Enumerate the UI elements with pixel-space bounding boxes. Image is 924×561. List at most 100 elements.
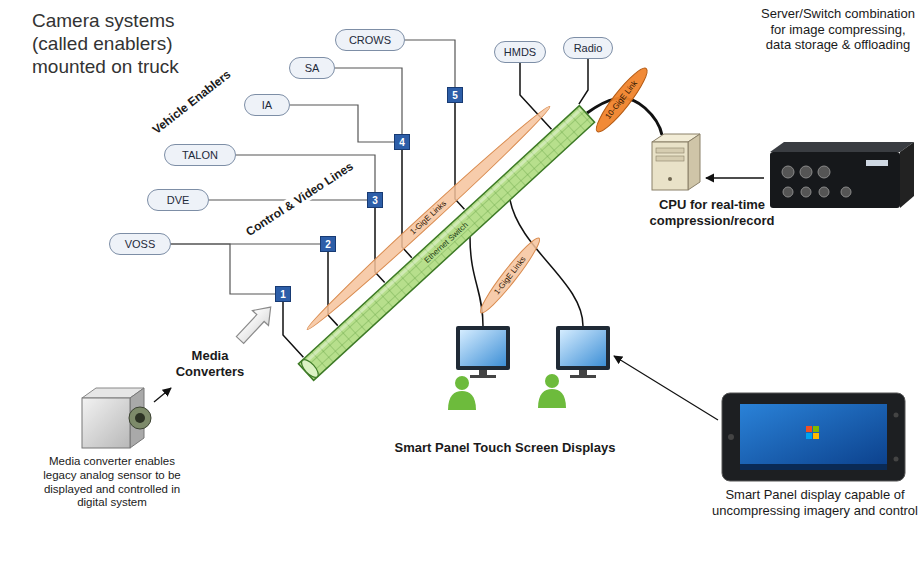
annotation-text: Control & Video Lines bbox=[242, 158, 358, 240]
server-front bbox=[770, 152, 900, 208]
tablet-button bbox=[894, 457, 899, 462]
ellipse-outline bbox=[302, 102, 553, 334]
node-text: 10-GigE Link bbox=[605, 79, 640, 120]
server-picture bbox=[770, 142, 914, 208]
operator-figure bbox=[448, 376, 476, 410]
os-logo bbox=[813, 426, 819, 432]
monitor-screen bbox=[460, 330, 506, 366]
ellipse-outline bbox=[591, 63, 653, 136]
monitor-frame bbox=[456, 326, 510, 370]
cpu-front bbox=[652, 142, 688, 190]
tablet-screen bbox=[740, 404, 887, 470]
node-text: HMDS bbox=[504, 46, 536, 58]
annotation-text: Smart Panel display capable of uncompres… bbox=[708, 487, 923, 518]
converter-box: 3 bbox=[367, 192, 383, 208]
connector-line bbox=[283, 302, 303, 357]
operator-head bbox=[545, 374, 559, 388]
tablet-picture bbox=[722, 393, 905, 481]
drive-bay bbox=[656, 148, 684, 153]
tablet-button bbox=[894, 413, 899, 418]
server-port bbox=[783, 187, 793, 197]
monitor-frame bbox=[556, 326, 610, 370]
annotation-text: Server/Switch combination for image comp… bbox=[759, 6, 917, 53]
link-ellipse: 1-GigE Links bbox=[475, 233, 546, 318]
node-text: 2 bbox=[325, 239, 331, 250]
converter-connector-core bbox=[135, 413, 145, 423]
enabler-pill: TALON bbox=[164, 144, 236, 166]
enabler-pill: CROWS bbox=[335, 29, 405, 51]
pointer-arrow bbox=[154, 388, 171, 402]
server-badge bbox=[866, 160, 888, 166]
tube-body bbox=[298, 105, 594, 380]
converter-box: 5 bbox=[447, 87, 463, 103]
server-port bbox=[782, 166, 794, 178]
link-ellipse: 10-GigE Link bbox=[590, 62, 654, 137]
pointer-arrow bbox=[614, 356, 718, 420]
node-text: 4 bbox=[399, 137, 405, 148]
monitor-picture bbox=[456, 326, 510, 378]
pointer-arrow bbox=[706, 177, 764, 178]
tablet-frame bbox=[722, 393, 905, 481]
node-text: 1 bbox=[280, 289, 286, 300]
node-text: 5 bbox=[452, 90, 458, 101]
node-text: DVE bbox=[167, 194, 190, 206]
node-text: VOSS bbox=[125, 238, 156, 250]
os-logo bbox=[806, 426, 812, 432]
ethernet-switch-tube: Ethernet Switch bbox=[297, 104, 595, 381]
node-text: CROWS bbox=[349, 34, 391, 46]
enabler-pill: HMDS bbox=[494, 41, 546, 63]
drive-bay bbox=[656, 156, 684, 161]
monitor-base bbox=[570, 375, 596, 378]
operator-figure bbox=[538, 374, 566, 408]
tablet-taskbar bbox=[740, 464, 887, 470]
node-text: Radio bbox=[574, 42, 603, 54]
converter-box: 2 bbox=[320, 236, 336, 252]
operator-body bbox=[538, 389, 566, 408]
monitor-screen bbox=[560, 330, 606, 366]
cpu-side bbox=[688, 134, 700, 190]
converter-connector bbox=[129, 407, 151, 429]
annotation-text: Smart Panel Touch Screen Displays bbox=[355, 440, 655, 456]
converter-front bbox=[82, 398, 130, 448]
connector-line bbox=[171, 244, 275, 294]
connector-line bbox=[405, 40, 455, 87]
hollow-arrow bbox=[232, 300, 279, 348]
os-logo bbox=[813, 433, 819, 439]
node-text: IA bbox=[262, 99, 272, 111]
annotation-text: Media Converters bbox=[164, 348, 256, 379]
connector-line bbox=[290, 105, 394, 142]
server-port bbox=[819, 187, 829, 197]
annotation-text: Media converter enables legacy analog se… bbox=[42, 455, 182, 510]
annotation-text: CPU for real-time compression/record bbox=[637, 197, 787, 228]
server-top bbox=[770, 142, 914, 152]
node-text: SA bbox=[305, 62, 320, 74]
enabler-pill: VOSS bbox=[109, 233, 171, 255]
server-port bbox=[841, 187, 851, 197]
link-ellipse: 1-GigE Links bbox=[301, 101, 554, 335]
server-port bbox=[818, 166, 830, 178]
node-text: 1-GigE Links bbox=[408, 200, 447, 237]
tube-open-end bbox=[298, 357, 320, 380]
converter-box: 1 bbox=[275, 286, 291, 302]
monitor-picture bbox=[556, 326, 610, 378]
enabler-pill: Radio bbox=[563, 37, 613, 59]
node-text: 1-GigE Links bbox=[493, 254, 527, 295]
converter-box: 4 bbox=[394, 134, 410, 150]
node-text: 3 bbox=[372, 195, 378, 206]
tube-highlight bbox=[300, 108, 581, 367]
ellipse-outline bbox=[476, 234, 545, 317]
annotation-text: Camera systems (called enablers) mounted… bbox=[32, 10, 207, 78]
media-converter-picture bbox=[82, 388, 151, 448]
monitor-base bbox=[470, 375, 496, 378]
enabler-pill: SA bbox=[289, 57, 335, 79]
power-button bbox=[668, 177, 672, 181]
tablet-button bbox=[728, 434, 734, 440]
server-port bbox=[801, 187, 811, 197]
enabler-pill: IA bbox=[244, 94, 290, 116]
operator-body bbox=[448, 391, 476, 410]
operator-head bbox=[455, 376, 469, 390]
connector-line bbox=[335, 68, 402, 134]
node-text: TALON bbox=[182, 149, 218, 161]
enabler-pill: DVE bbox=[147, 189, 209, 211]
connector-line bbox=[579, 59, 588, 104]
